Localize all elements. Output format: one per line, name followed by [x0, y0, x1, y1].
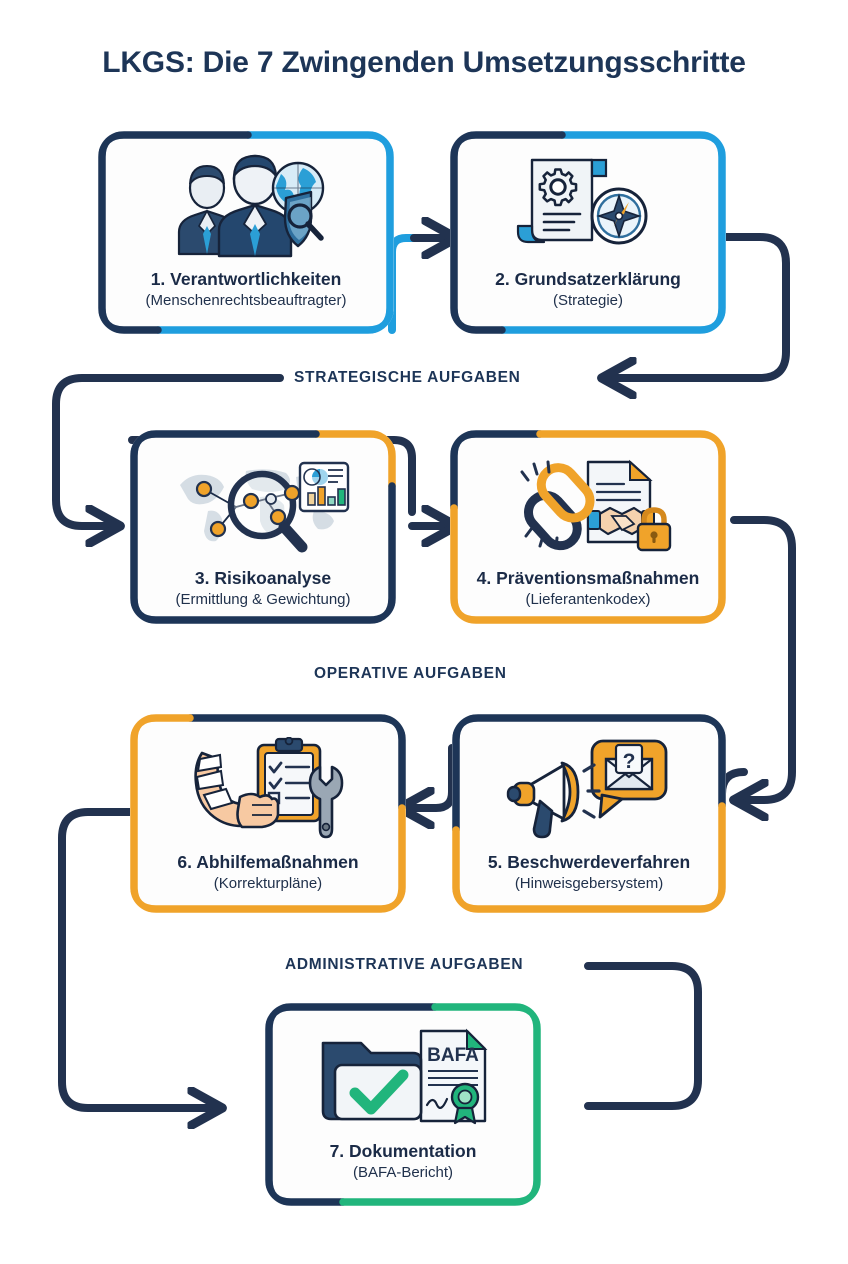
step-card-5-title: 5. Beschwerdeverfahren: [487, 852, 691, 872]
step-card-1[interactable]: 1. Verantwortlichkeiten (Menschenrechtsb…: [98, 131, 394, 334]
step-card-1-title: 1. Verantwortlichkeiten: [150, 269, 342, 289]
people-globe-shield-icon: [98, 145, 394, 267]
step-card-3-subtitle: (Ermittlung & Gewichtung): [175, 591, 351, 609]
connector-1-to-2-tail: [388, 234, 428, 334]
step-card-6-title: 6. Abhilfemaßnahmen: [177, 852, 359, 872]
chain-handshake-lock-icon: [450, 444, 726, 566]
step-card-4-title: 4. Präventionsmaßnahmen: [476, 568, 700, 588]
step-card-7-title: 7. Dokumentation: [329, 1141, 477, 1161]
step-card-7[interactable]: BAFA 7. Dokumentation (BAFA-Bericht): [265, 1003, 541, 1206]
connector-2-to-strategic: [612, 233, 790, 378]
step-card-5-subtitle: (Hinweisgebersystem): [514, 875, 664, 893]
step-card-2-title: 2. Grundsatzerklärung: [495, 269, 681, 289]
document-gear-compass-icon: [450, 145, 726, 267]
step-card-6[interactable]: 6. Abhilfemaßnahmen (Korrekturpläne): [130, 714, 406, 913]
section-label-operative: OPERATIVE AUFGABEN: [314, 665, 507, 682]
svg-text:?: ?: [623, 750, 636, 773]
connector-administrative-to-7: [584, 962, 702, 1110]
step-card-6-subtitle: (Korrekturpläne): [213, 875, 323, 893]
step-card-2-subtitle: (Strategie): [552, 292, 624, 310]
connector-6-to-7: [58, 808, 212, 1108]
step-card-3-title: 3. Risikoanalyse: [194, 568, 332, 588]
section-label-strategic: STRATEGISCHE AUFGABEN: [294, 369, 521, 386]
page-title: LKGS: Die 7 Zwingenden Umsetzungsschritt…: [102, 46, 746, 79]
megaphone-envelope-question-icon: ?: [452, 728, 726, 850]
step-card-3[interactable]: 3. Risikoanalyse (Ermittlung & Gewichtun…: [130, 430, 396, 624]
step-card-4[interactable]: 4. Präventionsmaßnahmen (Lieferantenkode…: [450, 430, 726, 624]
folder-check-bafa-certificate-icon: BAFA: [265, 1017, 541, 1139]
step-card-2[interactable]: 2. Grundsatzerklärung (Strategie): [450, 131, 726, 334]
connector-strategic-to-3: [52, 374, 284, 526]
step-card-1-subtitle: (Menschenrechtsbeauftragter): [145, 292, 347, 310]
world-map-magnifier-chart-icon: [130, 444, 396, 566]
connector-4-to-5: [734, 516, 796, 800]
connector-5-to-6: [410, 744, 456, 808]
step-card-5[interactable]: ? 5. Beschwerdeverfahren (Hinweisgebersy…: [452, 714, 726, 913]
step-card-4-subtitle: (Lieferantenkodex): [525, 591, 651, 609]
bafa-label: BAFA: [427, 1045, 479, 1066]
step-card-7-subtitle: (BAFA-Bericht): [352, 1164, 454, 1182]
bandaged-arm-clipboard-wrench-icon: [130, 728, 406, 850]
section-label-administrative: ADMINISTRATIVE AUFGABEN: [285, 956, 524, 973]
